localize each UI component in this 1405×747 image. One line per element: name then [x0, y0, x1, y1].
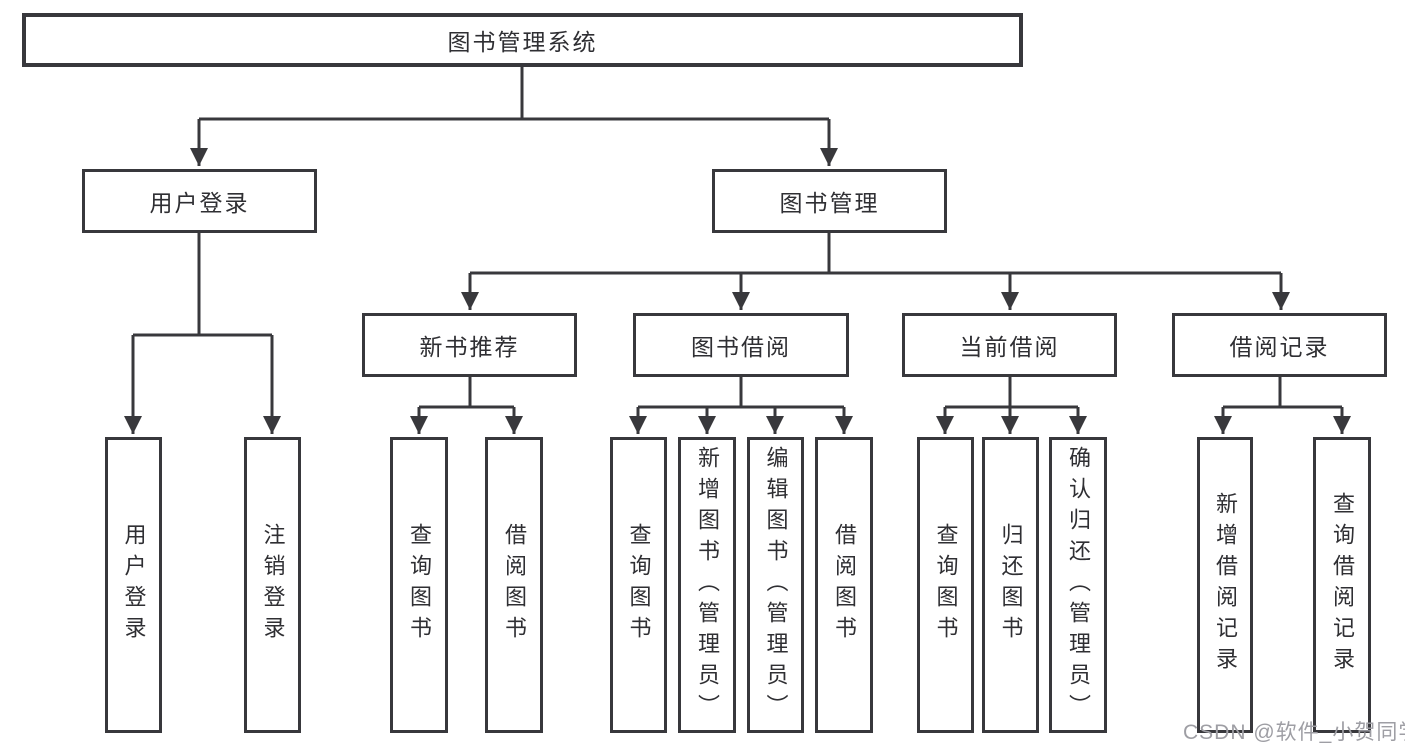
leaf-user-login: 用户登录 — [105, 437, 162, 733]
node-label: 图书借阅 — [691, 334, 791, 360]
node-library-management-system: 图书管理系统 — [22, 13, 1023, 67]
node-label: 借阅图书 — [502, 523, 527, 647]
leaf-query-books-recommendation: 查询图书 — [390, 437, 448, 733]
node-label: 图书管理系统 — [447, 29, 598, 55]
node-label: 新增借阅记录 — [1213, 492, 1238, 678]
leaf-query-borrow-record: 查询借阅记录 — [1313, 437, 1371, 733]
node-borrowing-records: 借阅记录 — [1172, 313, 1387, 377]
node-label: 图书管理 — [779, 190, 880, 216]
node-book-borrowing: 图书借阅 — [633, 313, 849, 377]
leaf-edit-books-admin: 编辑图书（管理员） — [747, 437, 804, 733]
node-label: 归还图书 — [998, 523, 1024, 647]
node-label: 新书推荐 — [419, 334, 520, 360]
node-label: 当前借阅 — [959, 334, 1060, 360]
leaf-return-books: 归还图书 — [982, 437, 1039, 733]
leaf-borrow-books-recommendation: 借阅图书 — [485, 437, 543, 733]
node-label: 查询图书 — [933, 523, 959, 647]
leaf-logout: 注销登录 — [244, 437, 301, 733]
node-user-login: 用户登录 — [82, 169, 317, 233]
node-book-management: 图书管理 — [712, 169, 947, 233]
node-label: 用户登录 — [121, 523, 147, 647]
node-label: 查询图书 — [407, 523, 432, 647]
node-label: 用户登录 — [149, 190, 250, 216]
node-label: 注销登录 — [260, 523, 286, 647]
node-label: 编辑图书（管理员） — [763, 445, 789, 725]
node-new-book-recommendation: 新书推荐 — [362, 313, 577, 377]
node-current-borrowing: 当前借阅 — [902, 313, 1117, 377]
leaf-add-borrow-record: 新增借阅记录 — [1197, 437, 1253, 733]
node-label: 新增图书（管理员） — [695, 445, 720, 725]
leaf-query-books-borrowing: 查询图书 — [610, 437, 667, 733]
node-label: 查询图书 — [626, 523, 652, 647]
node-label: 借阅记录 — [1229, 334, 1330, 360]
leaf-add-books-admin: 新增图书（管理员） — [678, 437, 736, 733]
node-label: 确认归还（管理员） — [1066, 445, 1091, 725]
leaf-query-books-current: 查询图书 — [917, 437, 974, 733]
node-label: 借阅图书 — [832, 523, 857, 647]
leaf-confirm-return-admin: 确认归还（管理员） — [1049, 437, 1107, 733]
csdn-watermark: CSDN @软件_小贺同学 — [1183, 721, 1405, 744]
node-label: 查询借阅记录 — [1330, 492, 1355, 678]
leaf-borrow-books: 借阅图书 — [815, 437, 873, 733]
